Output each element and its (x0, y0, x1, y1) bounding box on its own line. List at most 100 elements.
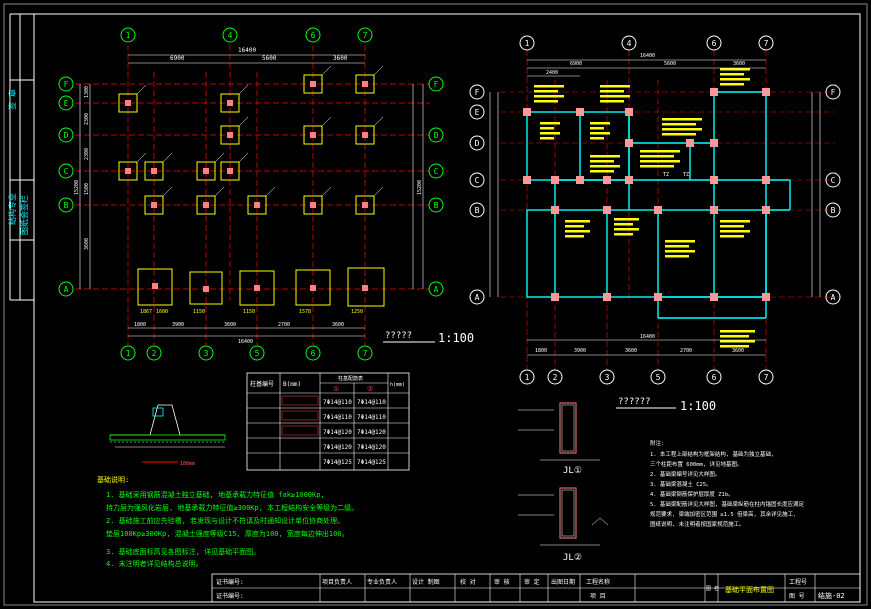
beam-label-mark (565, 220, 590, 223)
column-stub (203, 202, 209, 208)
right-beam-labels (534, 68, 755, 348)
beam-label-mark (600, 90, 624, 93)
beam-label-mark (590, 137, 604, 140)
axis-label: 3 (605, 373, 610, 382)
beam-label-mark (614, 233, 633, 236)
leader-line (136, 152, 147, 163)
dim-label: 3900 (172, 322, 184, 328)
column (686, 139, 694, 147)
axis-label: A (475, 293, 480, 302)
leader-line (136, 84, 147, 95)
beam-label-mark (662, 133, 696, 136)
beam-label-mark (540, 122, 560, 125)
axis-label: 2 (553, 373, 558, 382)
left-top-dims: 16400 6900 5600 3600 (128, 47, 365, 64)
axis-label: F (64, 80, 69, 89)
right-bottom-dims: 1800 3900 3600 2700 3600 16400 (527, 334, 766, 356)
column-stub (125, 168, 131, 174)
right-columns (523, 88, 770, 301)
beam-label-mark (662, 128, 702, 131)
beam-label-mark (590, 122, 610, 125)
scale-label: 1:100 (680, 399, 716, 413)
axis-label: 3 (204, 349, 209, 358)
column-stub (362, 81, 368, 87)
dim-label: 1800 (535, 348, 547, 354)
dim-label: 16400 (640, 53, 655, 59)
beam-label-mark (534, 85, 564, 88)
note-line: 1. 本工程上部结构为框架结构, 基础为独立基础, (650, 450, 774, 458)
notes-right: 附注: 1. 本工程上部结构为框架结构, 基础为独立基础, 三个柱距布置 600… (650, 439, 805, 528)
beam-label-mark (540, 127, 554, 130)
column (625, 139, 633, 147)
section-width-label: 180mm (180, 461, 195, 467)
note-line: 2. 基础梁编号详见大样图。 (650, 470, 720, 478)
axis-label: B (434, 201, 439, 210)
titleblock-cell: 审 定 (524, 578, 540, 586)
note-line: 4. 基础梁钢筋保护层厚度 Z1b。 (650, 490, 734, 498)
table-cell: 7Φ14@110 (323, 414, 352, 421)
dim-label: 16400 (238, 47, 256, 54)
leader-line (162, 152, 173, 163)
dim-label: 6900 (570, 61, 582, 67)
column (762, 206, 770, 214)
dim-label: 2700 (278, 322, 290, 328)
column (710, 139, 718, 147)
beam-label-mark (540, 132, 560, 135)
axis-label: F (831, 88, 836, 97)
beam-label-mark (590, 132, 610, 135)
beam-label-mark (720, 235, 744, 238)
footing-label: 1578 (299, 309, 311, 315)
leader-line (373, 186, 384, 197)
beam-label-mark (720, 330, 755, 333)
footing-pad (118, 93, 138, 113)
axis-label: 1 (126, 349, 131, 358)
axis-label: 5 (255, 349, 260, 358)
beam-label-mark (720, 340, 755, 343)
beam-label-mark (720, 68, 750, 71)
axis-label: E (475, 108, 480, 117)
side-strip-label: 签 章 (7, 89, 17, 110)
column (710, 88, 718, 96)
column-stub (125, 100, 131, 106)
jl-label: JL② (563, 553, 582, 563)
table-cell: 7Φ14@120 (323, 429, 352, 436)
dim-label: 3600 (732, 348, 744, 354)
column (762, 293, 770, 301)
dim-label: 3900 (574, 348, 586, 354)
footing-pad (196, 161, 216, 181)
axis-label: C (831, 176, 836, 185)
table-header: 柱基配筋表 (338, 375, 363, 382)
axis-label: 2 (152, 349, 157, 358)
axis-label: 1 (126, 31, 131, 40)
axis-label: A (831, 293, 836, 302)
footing-pad (118, 161, 138, 181)
axis-label: 7 (764, 39, 769, 48)
axis-label: 6 (311, 349, 316, 358)
beam-label-mark (662, 123, 696, 126)
column (603, 206, 611, 214)
beam-label-mark (665, 240, 695, 243)
column-stub (203, 168, 209, 174)
column-stub (362, 132, 368, 138)
table-cell: 7Φ14@120 (357, 444, 386, 451)
titleblock-cell: 审 核 (494, 578, 510, 586)
beam-label-mark (534, 100, 558, 103)
beam-label-mark (565, 235, 584, 238)
axis-label: C (64, 167, 69, 176)
axis-label: 7 (764, 373, 769, 382)
axis-label: E (64, 99, 69, 108)
dim-label: 2300 (84, 148, 90, 160)
table-header: h(mm) (390, 382, 405, 388)
axis-label: B (475, 206, 480, 215)
beam-label-mark (534, 95, 564, 98)
column (654, 293, 662, 301)
leader-line (373, 116, 384, 127)
table-header: 柱基编号 (250, 380, 274, 388)
dim-label: 15200 (74, 180, 80, 195)
table-header: ② (367, 385, 373, 393)
scale-label: 1:100 (438, 331, 474, 345)
beam-label-mark (662, 118, 702, 121)
beam-label-mark (614, 228, 639, 231)
titleblock-cell: 设计 制图 (412, 578, 440, 586)
titleblock-cell: 工程名称 (586, 578, 610, 586)
